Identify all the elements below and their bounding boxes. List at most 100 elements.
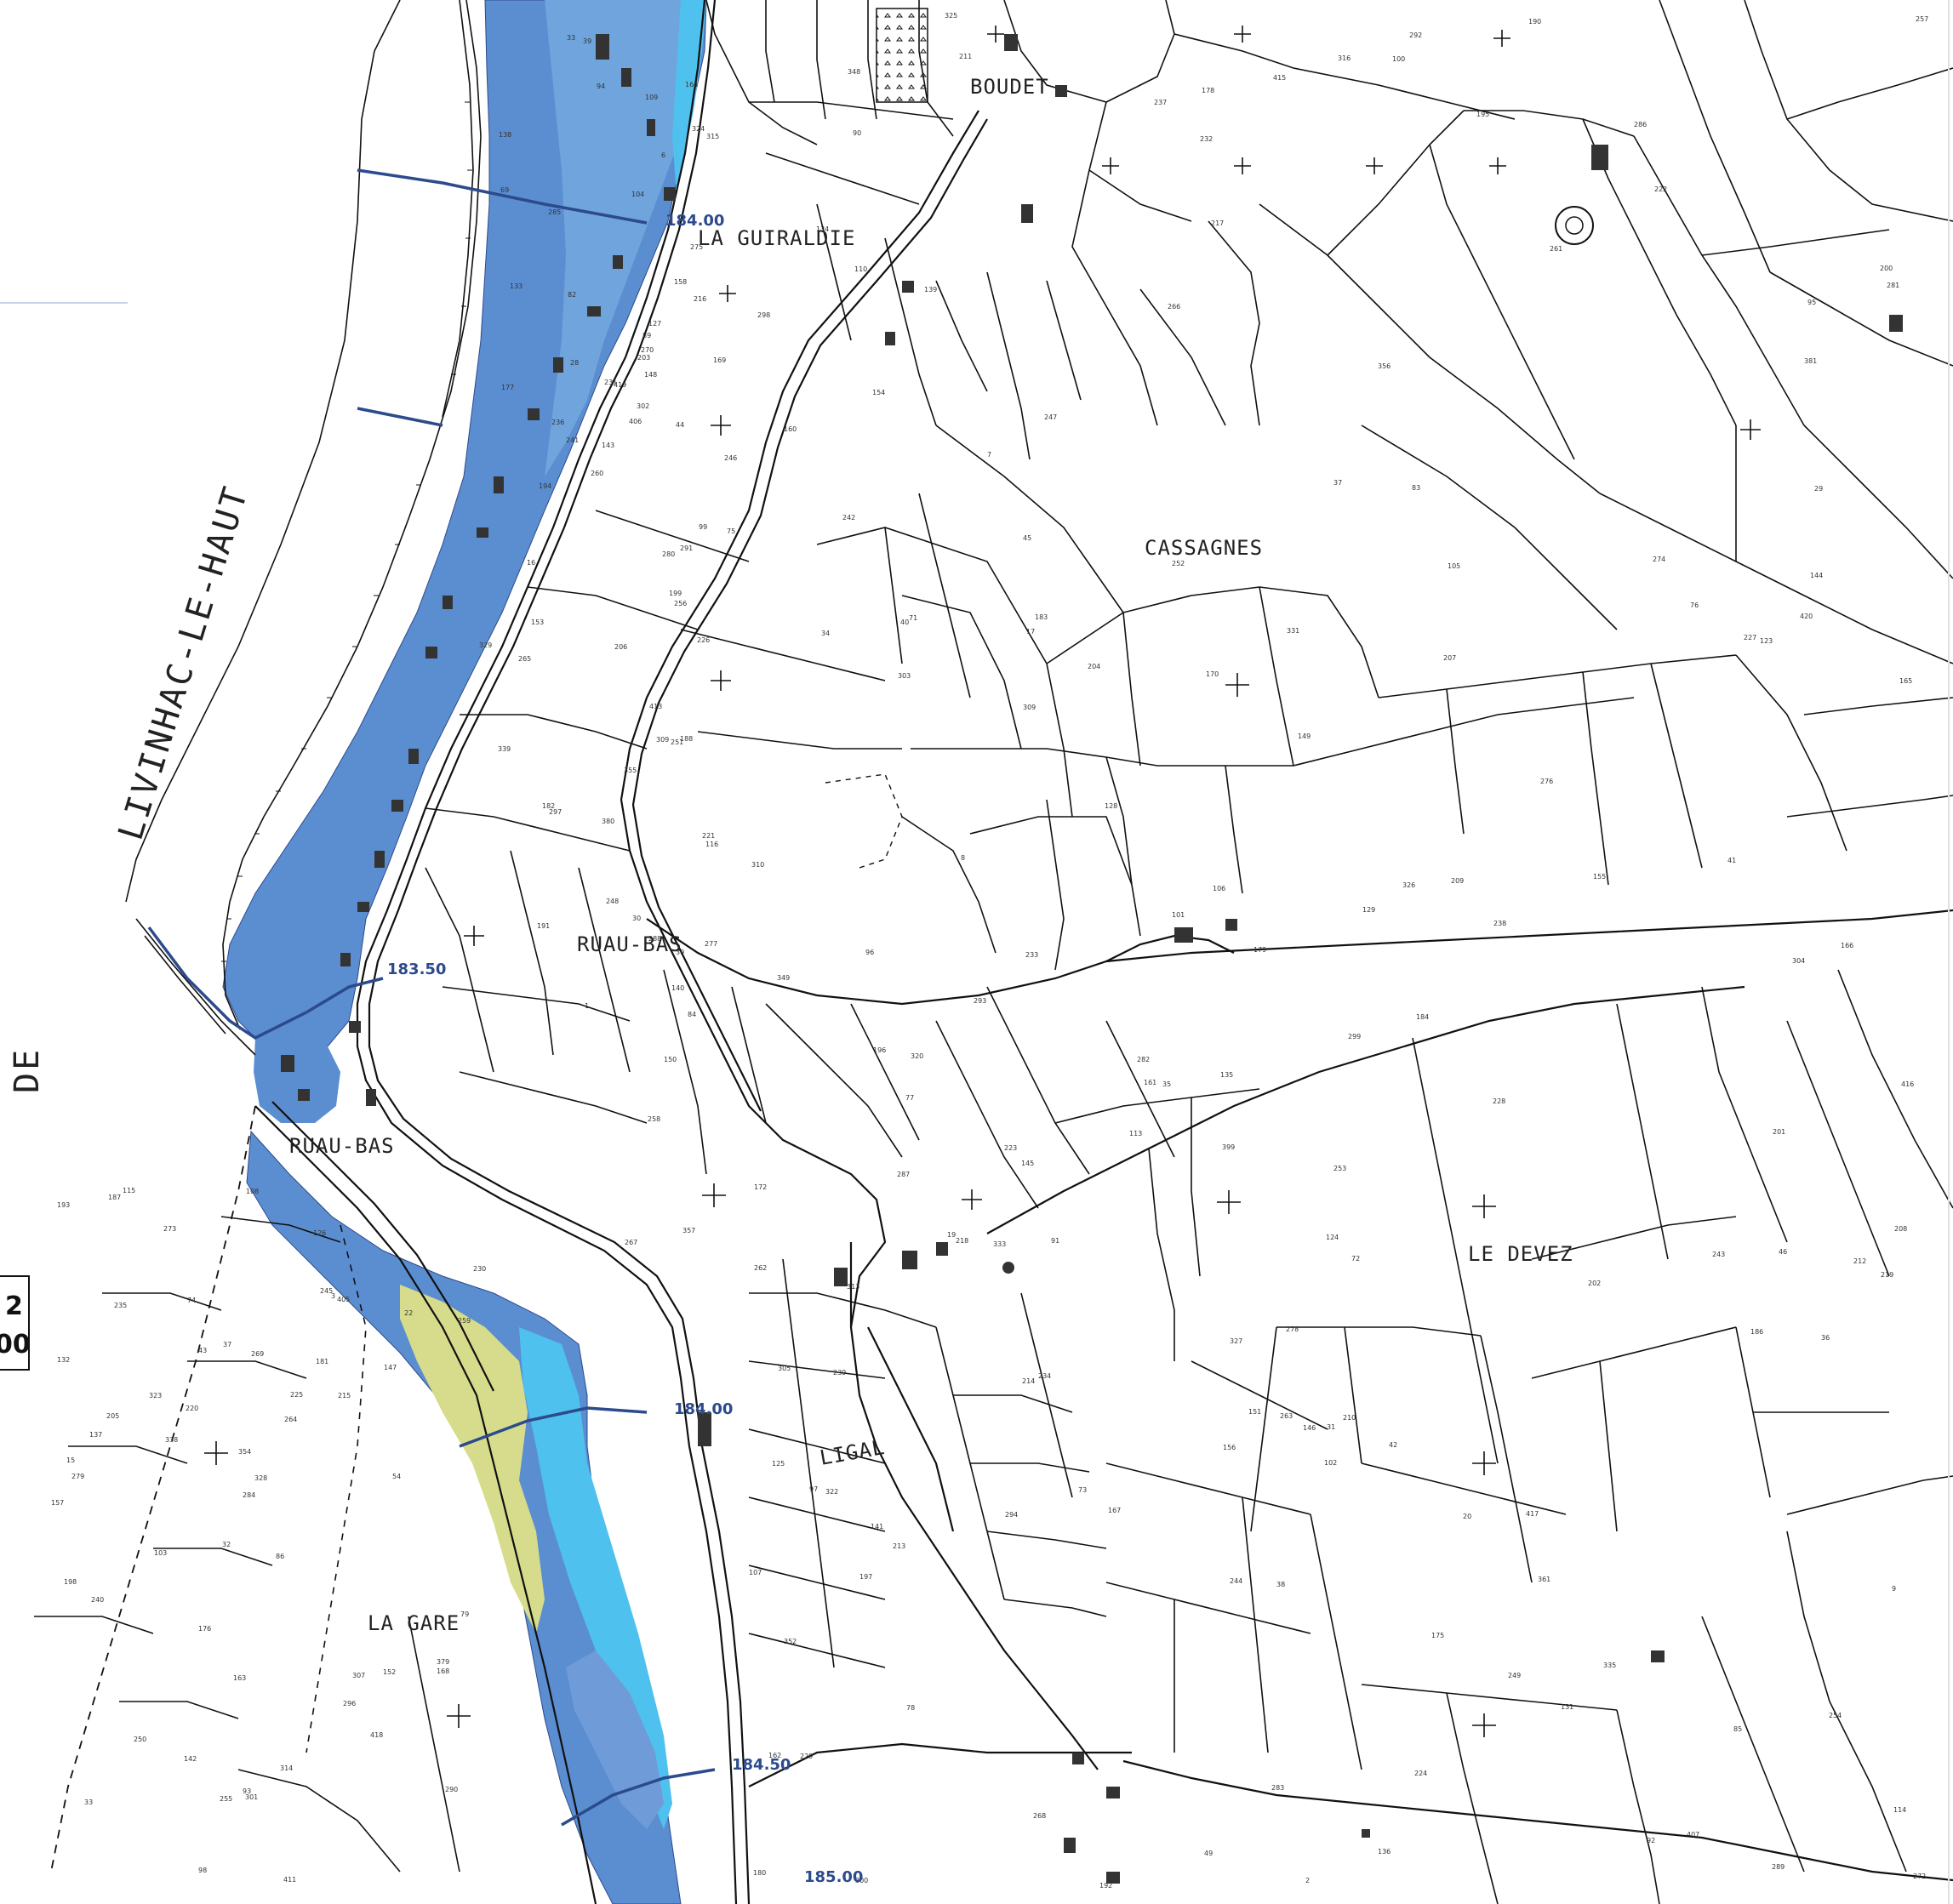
chemin-rural-east (646, 909, 1953, 1006)
parcel-number: 269 (251, 1350, 264, 1358)
parcel-number: 266 (1168, 303, 1180, 311)
parcel-number: 310 (751, 861, 764, 869)
parcel-number: 17 (1026, 628, 1035, 636)
commune-boundary (125, 0, 482, 1056)
parcel-number: 282 (1137, 1056, 1150, 1063)
parcel-number: 124 (1326, 1234, 1339, 1241)
parcel-number: 302 (637, 402, 649, 410)
parcel-number: 16 (527, 559, 535, 567)
parcel-number: 160 (784, 425, 797, 433)
parcel-number: 199 (669, 590, 682, 597)
parcel-number: 100 (1392, 55, 1405, 63)
parcel-number: 233 (1025, 951, 1038, 959)
cross-marker-icon (987, 26, 1004, 43)
parcel-number: 28 (570, 359, 579, 367)
buildings (281, 34, 1903, 1884)
parcel-number: 108 (246, 1188, 259, 1195)
parcel-number: 106 (1213, 885, 1225, 892)
parcel-number: 131 (1561, 1703, 1573, 1711)
parcel-number: 29 (1814, 485, 1823, 493)
parcel-number: 99 (699, 523, 707, 531)
parcel-number: 299 (1348, 1033, 1361, 1040)
parcel-number: 140 (671, 984, 684, 992)
parcel-number: 206 (614, 643, 627, 651)
parcel-number: 179 (1253, 946, 1266, 954)
parcel-number: 19 (947, 1231, 956, 1239)
parcel-number: 125 (772, 1460, 785, 1468)
parcel-number: 73 (1078, 1486, 1087, 1494)
parcel-number: 245 (320, 1287, 333, 1295)
parcel-number: 315 (706, 133, 719, 140)
parcel-number: 78 (906, 1704, 915, 1712)
parcel-number: 84 (688, 1011, 696, 1018)
parcel-number: 1 (585, 1002, 589, 1010)
parcel-number: 133 (510, 282, 523, 290)
parcel-number: 237 (1154, 99, 1167, 106)
parcel-number: 380 (602, 818, 614, 825)
chemin-ligal (849, 1242, 1099, 1770)
parcel-number: 399 (1222, 1143, 1235, 1151)
flood-zone-ruau-bas (254, 1029, 340, 1123)
legend-fragment: 2 00 (0, 1275, 31, 1371)
parcel-number: 331 (1287, 627, 1299, 635)
parcel-number: 103 (154, 1549, 167, 1557)
commune-de: DE (8, 1047, 47, 1093)
place-ruau-bas-south: RUAU-BAS (289, 1134, 395, 1158)
parcel-number: 276 (1540, 778, 1553, 785)
parcel-number: 300 (855, 1877, 868, 1884)
legend-line-1: 2 (5, 1291, 23, 1321)
parcel-number: 105 (1448, 562, 1460, 570)
parcel-number: 224 (1414, 1770, 1427, 1777)
parcel-number: 232 (1200, 135, 1213, 143)
parcel-number: 216 (694, 295, 706, 303)
parcel-number: 201 (1773, 1128, 1785, 1136)
parcel-number: 98 (198, 1867, 207, 1874)
parcel-number: 182 (542, 802, 555, 810)
parcel-number: 256 (674, 600, 687, 607)
parcel-number: 83 (1412, 484, 1420, 492)
parcel-number: 129 (1362, 906, 1375, 914)
flood-zone-village-strip (545, 0, 706, 476)
parcel-number: 46 (1779, 1248, 1787, 1256)
parcel-number: 291 (680, 544, 693, 552)
well-icon (1002, 1262, 1014, 1274)
elevation-label-183-50: 183.50 (387, 961, 446, 978)
parcel-number: 168 (437, 1667, 449, 1675)
parcel-number: 246 (724, 454, 737, 462)
parcel-number: 223 (1004, 1144, 1017, 1152)
parcel-number: 71 (909, 614, 917, 622)
parcel-number: 304 (1792, 957, 1805, 965)
parcel-number: 193 (57, 1201, 70, 1209)
parcel-number: 152 (383, 1668, 396, 1676)
parcel-number: 236 (551, 419, 564, 426)
parcel-number: 190 (1528, 18, 1541, 26)
parcel-number: 270 (641, 346, 654, 354)
parcel-number: 354 (238, 1448, 251, 1456)
parcel-number: 303 (898, 672, 911, 680)
parcel-number: 419 (614, 381, 626, 389)
parcel-number: 202 (1588, 1280, 1601, 1287)
parcel-number: 333 (993, 1240, 1006, 1248)
parcel-number: 241 (566, 436, 579, 444)
parcel-number: 147 (384, 1364, 397, 1371)
parcel-number: 54 (392, 1473, 401, 1480)
parcel-number: 259 (458, 1317, 471, 1325)
parcel-number: 209 (1451, 877, 1464, 885)
parcel-number: 96 (865, 949, 874, 956)
parcel-number: 31 (1327, 1423, 1335, 1431)
parcel-number: 142 (184, 1755, 197, 1763)
flood-zone-south (246, 1130, 682, 1904)
place-le-devez: LE DEVEZ (1468, 1242, 1573, 1266)
parcel-number: 411 (283, 1876, 296, 1884)
parcel-number: 114 (1893, 1806, 1906, 1814)
parcel-number: 35 (1162, 1080, 1171, 1088)
parcel-number: 146 (1303, 1424, 1316, 1432)
parcel-number: 167 (1108, 1507, 1121, 1514)
parcel-number: 95 (1807, 299, 1816, 306)
parcel-number: 226 (697, 636, 710, 644)
parcel-number: 244 (1230, 1577, 1242, 1585)
parcel-number: 166 (1841, 942, 1853, 949)
parcel-number: 316 (1338, 54, 1351, 62)
parcel-lines (34, 0, 1953, 1904)
parcel-number: 418 (370, 1731, 383, 1739)
